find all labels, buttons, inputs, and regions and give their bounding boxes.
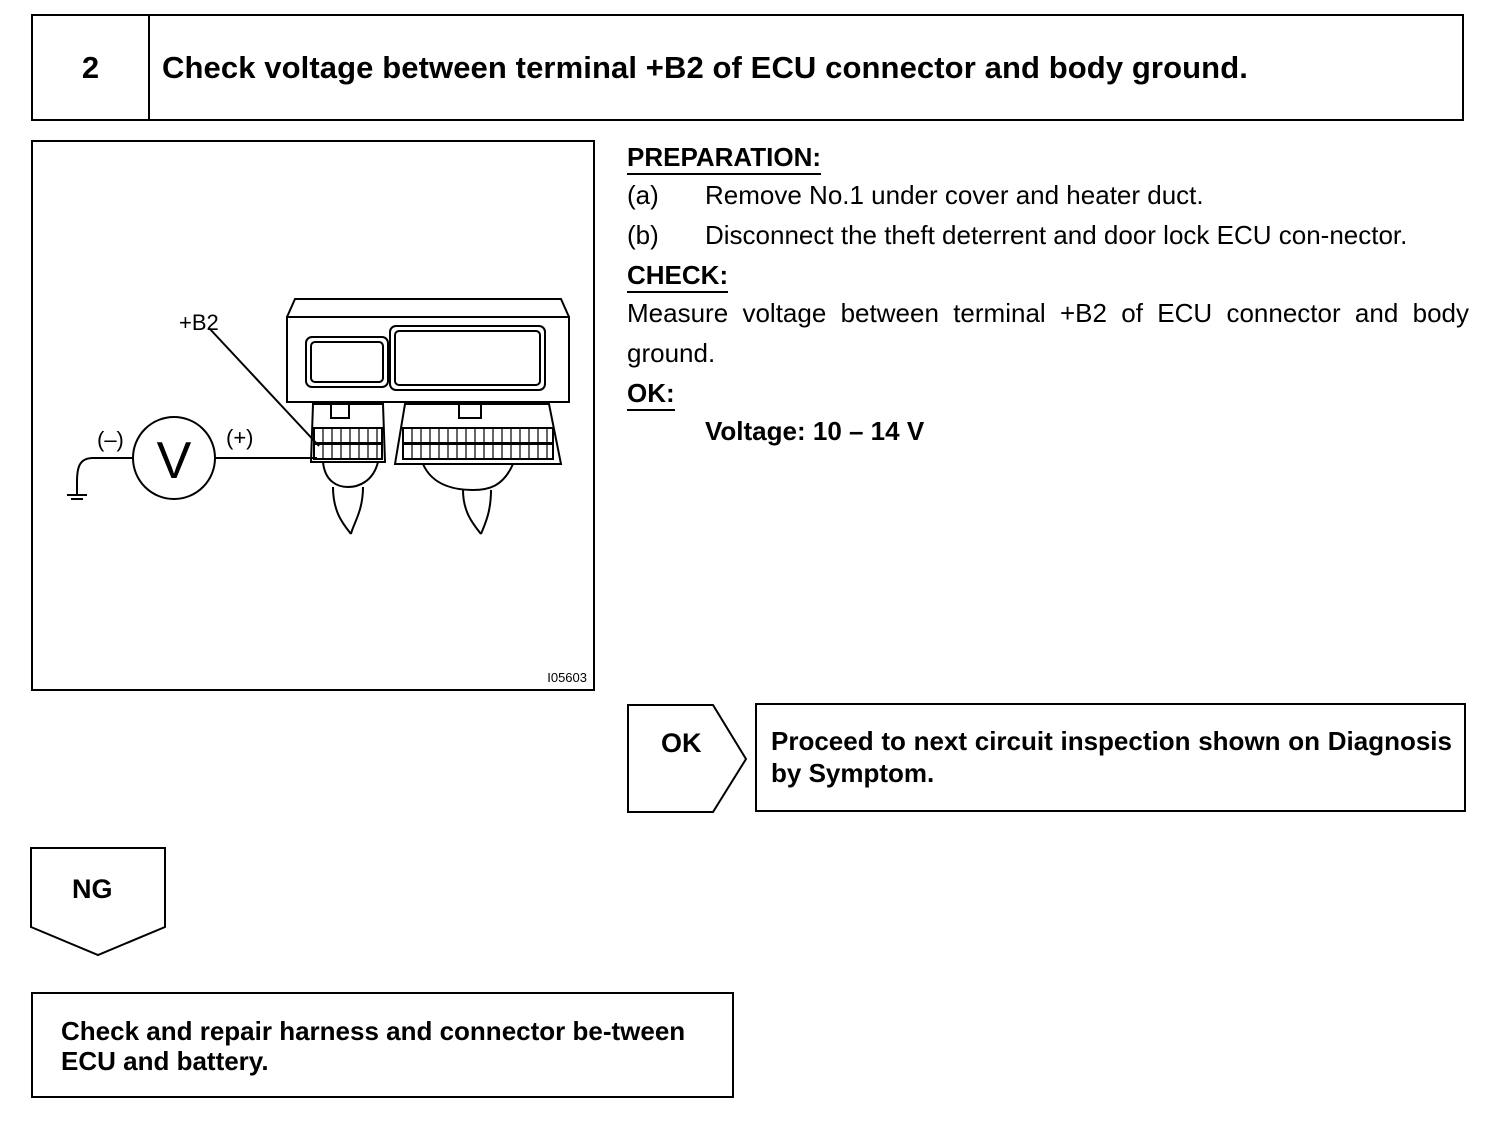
preparation-item: (b) Disconnect the theft deterrent and d…	[627, 215, 1469, 255]
ok-label: OK	[661, 728, 702, 758]
item-label: (a)	[627, 180, 659, 210]
ng-badge: NG	[30, 847, 168, 964]
ok-heading: OK:	[627, 377, 675, 411]
item-text: Disconnect the theft deterrent and door …	[705, 220, 1408, 250]
preparation-item: (a) Remove No.1 under cover and heater d…	[627, 175, 1469, 215]
figure-id: I05603	[547, 670, 587, 685]
ng-result: Check and repair harness and connector b…	[31, 992, 734, 1098]
down-arrow-badge-icon	[30, 847, 166, 957]
step-number: 2	[33, 16, 150, 119]
item-label: (b)	[627, 220, 659, 250]
ok-result: Proceed to next circuit inspection shown…	[755, 703, 1466, 812]
check-heading: CHECK:	[627, 259, 729, 293]
item-text: Remove No.1 under cover and heater duct.	[705, 180, 1204, 210]
step-header: 2 Check voltage between terminal +B2 of …	[31, 14, 1464, 121]
positive-lead-label: (+)	[226, 425, 254, 450]
wiring-illustration: +B2 (–) (+) V I05603	[31, 140, 595, 691]
instructions: PREPARATION: (a) Remove No.1 under cover…	[627, 137, 1469, 451]
check-text: Measure voltage between terminal +B2 of …	[627, 298, 1469, 368]
terminal-label: +B2	[179, 310, 219, 335]
voltmeter-symbol: V	[157, 432, 192, 490]
ng-label: NG	[72, 874, 113, 904]
ecu-connector-diagram: +B2 (–) (+) V I05603	[67, 298, 587, 685]
ok-value: Voltage: 10 – 14 V	[705, 416, 925, 446]
step-title: Check voltage between terminal +B2 of EC…	[162, 49, 1248, 85]
ok-badge: OK	[627, 704, 749, 819]
preparation-heading: PREPARATION:	[627, 141, 822, 175]
right-arrow-badge-icon	[627, 704, 748, 813]
negative-lead-label: (–)	[97, 427, 124, 452]
